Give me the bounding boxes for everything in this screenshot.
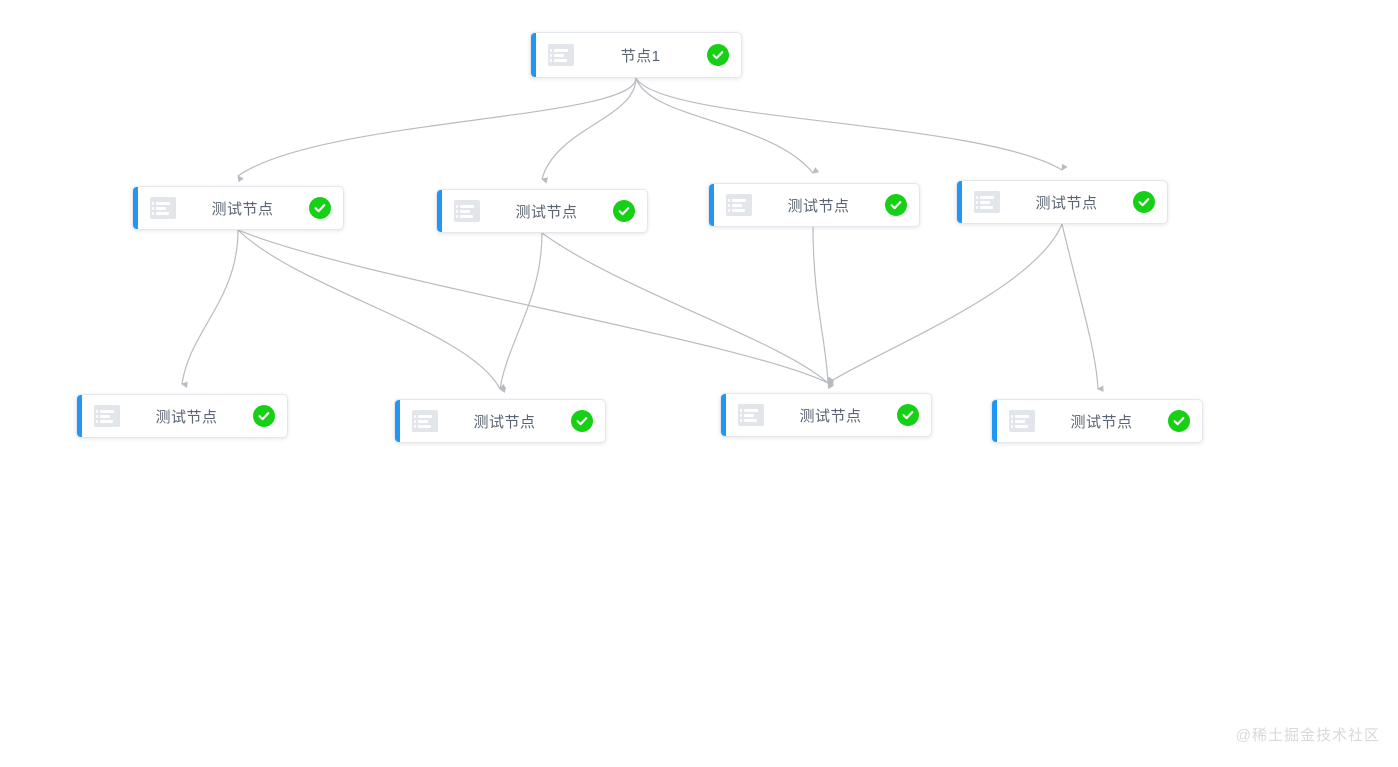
node-accent-bar [133,187,138,229]
flow-edge [635,77,1068,171]
node-body: 测试节点 [714,184,919,226]
flow-node-n7[interactable]: 测试节点 [394,399,606,443]
watermark: @稀土掘金技术社区 [1235,727,1380,744]
flow-edge [181,229,239,388]
flow-node-n1[interactable]: 节点1 [530,32,742,78]
flow-edge [541,77,637,184]
node-body: 测试节点 [400,400,605,442]
flow-edge [1061,223,1104,392]
node-body: 测试节点 [442,190,647,232]
document-list-icon [1009,410,1035,432]
node-label-n3: 测试节点 [515,203,578,221]
check-circle-icon [1168,410,1190,432]
node-accent-bar [957,181,962,223]
document-list-icon [150,197,176,219]
node-label-n7: 测试节点 [473,413,536,431]
check-circle-icon [707,44,729,66]
node-body: 测试节点 [138,187,343,229]
node-body: 节点1 [536,33,741,77]
node-accent-bar [395,400,400,442]
document-list-icon [738,404,764,426]
check-circle-icon [253,405,275,427]
node-accent-bar [992,400,997,442]
node-accent-bar [721,394,726,436]
node-body: 测试节点 [962,181,1167,223]
check-circle-icon [613,200,635,222]
flow-edge [237,77,637,183]
node-accent-bar [531,33,536,77]
node-label-n4: 测试节点 [787,197,850,215]
flow-edge [827,223,1063,390]
flow-edge [499,232,543,394]
check-circle-icon [1133,191,1155,213]
flow-edge [812,226,834,386]
node-accent-bar [709,184,714,226]
node-body: 测试节点 [726,394,931,436]
flow-node-n9[interactable]: 测试节点 [991,399,1203,443]
flow-node-n2[interactable]: 测试节点 [132,186,344,230]
node-label-n6: 测试节点 [155,408,218,426]
flow-edge [635,77,820,174]
document-list-icon [548,44,574,66]
edge-paths [181,77,1104,394]
flow-edge [237,229,507,390]
flow-node-n4[interactable]: 测试节点 [708,183,920,227]
document-list-icon [974,191,1000,213]
node-label-n9: 测试节点 [1070,413,1133,431]
node-body: 测试节点 [997,400,1202,442]
node-label-n2: 测试节点 [211,200,274,218]
flow-edge [237,229,834,384]
flow-edge [541,232,834,384]
node-label-n1: 节点1 [620,47,661,65]
document-list-icon [454,200,480,222]
check-circle-icon [309,197,331,219]
flow-node-n5[interactable]: 测试节点 [956,180,1168,224]
check-circle-icon [885,194,907,216]
document-list-icon [412,410,438,432]
document-list-icon [94,405,120,427]
flow-node-n6[interactable]: 测试节点 [76,394,288,438]
document-list-icon [726,194,752,216]
flow-node-n3[interactable]: 测试节点 [436,189,648,233]
node-label-n8: 测试节点 [799,407,862,425]
node-body: 测试节点 [82,395,287,437]
check-circle-icon [571,410,593,432]
node-accent-bar [77,395,82,437]
node-label-n5: 测试节点 [1035,194,1098,212]
node-accent-bar [437,190,442,232]
flow-node-n8[interactable]: 测试节点 [720,393,932,437]
check-circle-icon [897,404,919,426]
